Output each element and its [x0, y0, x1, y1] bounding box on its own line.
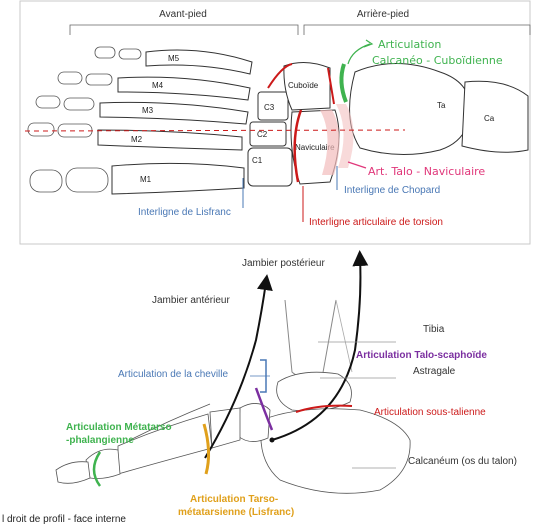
metatarsal-m2: [97, 129, 243, 151]
ca-label: Ca: [484, 114, 495, 123]
art-cheville-label: Articulation de la cheville: [118, 369, 228, 380]
art-tarso-line1: Articulation Tarso-: [190, 494, 278, 505]
top-panel-frame: [19, 0, 531, 245]
art-metatarso-line2: -phalangienne: [66, 435, 134, 446]
toe4-phalanx: [57, 71, 83, 85]
m5-label: M5: [168, 54, 180, 63]
metatarsal-m4: [117, 76, 251, 101]
art-metatarso-line1: Articulation Métatarso: [66, 422, 172, 433]
annotation-arrow: [347, 161, 367, 169]
calcaneo-cuboid-joint-mark: [339, 63, 348, 103]
calcaneus-bone: [461, 80, 529, 153]
jambier-anterieur-arrow: [204, 274, 273, 459]
lisfranc-label: Interligne de Lisfranc: [138, 207, 231, 218]
metatarsal-m3: [99, 101, 249, 125]
toe-proximal-phalanx: [85, 448, 121, 479]
art-talo-nav-label: Art. Talo - Naviculaire: [368, 165, 485, 178]
c2-label: C2: [257, 130, 268, 139]
figure-caption: l droit de profil - face interne: [2, 514, 126, 525]
metatarsals: [97, 49, 253, 195]
arriere-pied-label: Arrière-pied: [357, 9, 409, 20]
sous-talienne-mark: [295, 404, 353, 413]
cuneiform-c2: [249, 121, 287, 147]
chopard-label: Interligne de Chopard: [344, 185, 440, 196]
fibula-bone: [335, 299, 353, 373]
talus-bone: [349, 63, 471, 155]
tibia-label: Tibia: [423, 324, 445, 335]
jambier-posterieur-label: Jambier postérieur: [242, 258, 325, 269]
talo-navicular-shading: [336, 104, 354, 168]
toe3-phalanx: [35, 95, 61, 109]
cuneiform-c3: [257, 91, 289, 121]
m4-label: M4: [152, 81, 164, 90]
metatarsal-m1: [111, 162, 245, 195]
avant-pied-bracket: [69, 24, 299, 35]
calcaneum-label: Calcanéum (os du talon): [408, 456, 517, 467]
cuboid-bone: [283, 62, 331, 111]
calcaneum-bone: [260, 408, 411, 494]
foot-axis-dashed-line: [24, 129, 406, 132]
toe1-phalanx: [29, 169, 63, 193]
m3-label: M3: [142, 106, 154, 115]
annotation-calcaneo-cuboidienne: Articulation Calcanéo - Cuboïdienne: [347, 38, 503, 67]
ta-label: Ta: [437, 101, 446, 110]
astragale-label: Astragale: [413, 366, 456, 377]
avant-pied-label: Avant-pied: [159, 9, 207, 20]
cuboid-joint-line: [327, 67, 335, 105]
jambier-anterieur-label: Jambier antérieur: [152, 295, 230, 306]
toe2-phalanx: [27, 122, 55, 137]
cuneiform-c1: [247, 147, 293, 187]
jambier-posterieur-arrow: [271, 250, 369, 441]
art-tarso-line2: métatarsienne (Lisfranc): [178, 507, 294, 518]
tibia-bone: [284, 299, 337, 379]
m1-label: M1: [140, 175, 152, 184]
metatarsal-m5: [145, 49, 253, 75]
tendon-insertion-dot: [269, 437, 275, 443]
toe4-phalanx: [85, 73, 113, 86]
c3-label: C3: [264, 103, 275, 112]
navicular-profile-bone: [237, 403, 271, 442]
talo-navicular-shading: [320, 110, 340, 175]
toe5-phalanx: [118, 48, 142, 60]
toe1-phalanx: [65, 167, 109, 193]
torsion-joint-line: [293, 109, 303, 183]
naviculaire-label: Naviculaire: [295, 143, 335, 152]
talo-scaphoide-mark: [254, 387, 274, 431]
metatarsal-profile-line: [129, 403, 211, 441]
toe-distal-phalanx: [55, 461, 91, 484]
bottom-panel-foot-profile: Jambier postérieur Jambier antérieur Tib…: [2, 250, 517, 525]
lisfranc-mark: [202, 423, 211, 475]
art-calc-cub-line1: Articulation: [378, 38, 441, 51]
top-panel-foot-from-above: Avant-pied Arrière-pied M5 M4 M3 M2 M1: [19, 0, 531, 245]
phalanges: [27, 46, 142, 193]
torsion-joint-line-upper: [267, 63, 293, 89]
art-calc-cub-line2: Calcanéo - Cuboïdienne: [372, 54, 503, 67]
cuboide-label: Cuboïde: [288, 81, 319, 90]
torsion-label: Interligne articulaire de torsion: [309, 217, 443, 228]
art-sous-talienne-label: Articulation sous-talienne: [374, 407, 486, 418]
c1-label: C1: [252, 156, 263, 165]
arriere-pied-bracket: [303, 24, 531, 35]
annotation-talo-naviculaire: Art. Talo - Naviculaire: [347, 161, 485, 178]
cuneiforms: [247, 91, 293, 187]
annotation-arrowhead: [363, 39, 374, 48]
m2-label: M2: [131, 135, 143, 144]
toe5-phalanx: [94, 46, 116, 59]
art-talo-scaphoide-label: Articulation Talo-scaphoïde: [356, 350, 487, 361]
annotation-arrow: [347, 43, 371, 65]
metatarso-phalangienne-mark: [92, 451, 102, 487]
toe3-phalanx: [63, 97, 95, 111]
